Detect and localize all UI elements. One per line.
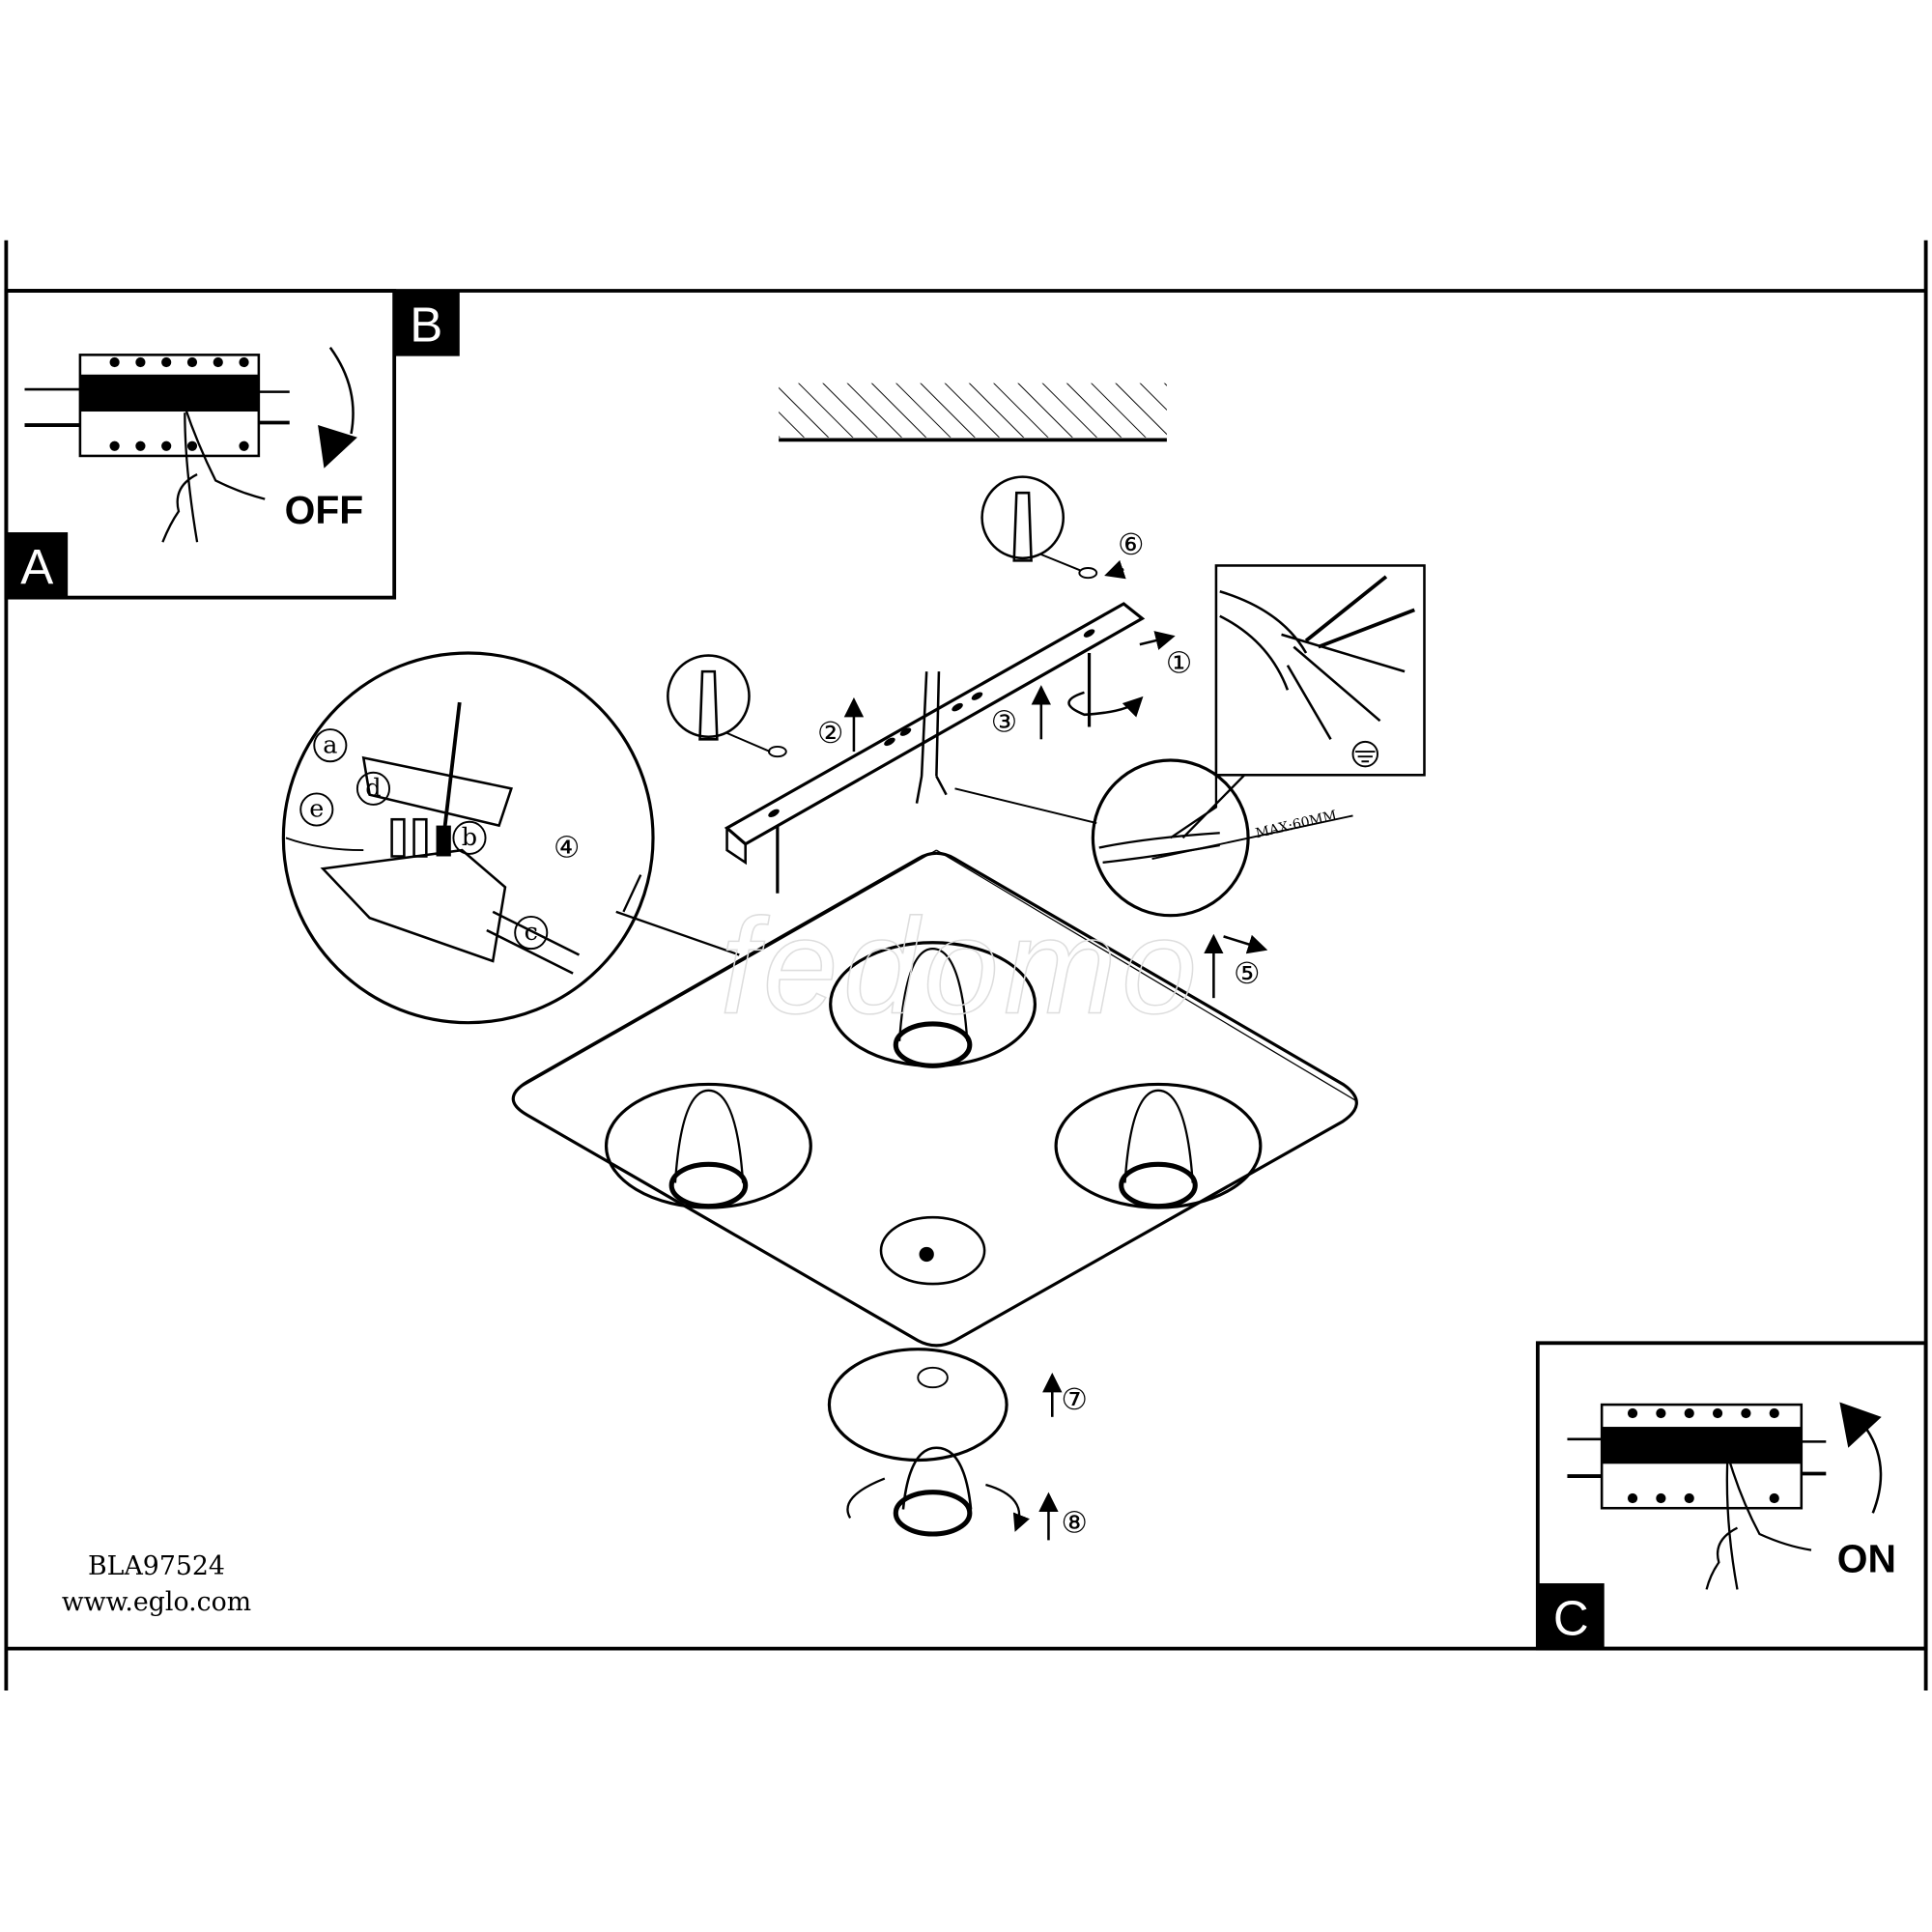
wire-stripping-detail <box>1214 564 1426 777</box>
step-a-badge <box>6 532 69 598</box>
spotlight-shade <box>846 1446 1019 1534</box>
hand-icon <box>161 406 266 543</box>
pliers-icon <box>1304 575 1415 649</box>
step-c-label: C <box>1553 1591 1589 1646</box>
step-7-label: ⑦ <box>1062 1383 1088 1417</box>
detail-c-label: c <box>525 918 538 947</box>
step-b-label: B <box>410 297 442 352</box>
step-8-label: ⑧ <box>1062 1507 1088 1541</box>
step-6-label: ⑥ <box>1118 528 1144 562</box>
circuit-breaker-icon <box>1567 1403 1827 1510</box>
mounting-bracket <box>724 567 1146 894</box>
max-strip-length-label: MAX:60MM <box>1254 808 1338 841</box>
terminal-block-detail <box>281 651 740 1025</box>
switch-down-arrow-icon <box>328 346 355 435</box>
detail-e-label: e <box>309 795 324 824</box>
detail-a-label: a <box>323 730 337 759</box>
spotlight-canopy <box>827 1348 1009 1463</box>
spotlight-right <box>1054 1082 1263 1209</box>
ceiling-lamp-plate <box>511 849 1358 1348</box>
spotlight-top <box>829 941 1037 1068</box>
step-c-badge <box>1537 1583 1605 1649</box>
ceiling-hatch <box>779 383 1167 442</box>
step-1-label: ① <box>1166 646 1192 680</box>
website-link[interactable]: www.eglo.com <box>62 1587 251 1617</box>
ground-icon <box>1351 740 1378 768</box>
wall-plug-callout-right <box>980 475 1081 572</box>
step-2-label: ② <box>817 717 843 751</box>
power-cable-icon <box>915 671 948 804</box>
step-3-label: ③ <box>991 706 1017 740</box>
watermark: fedomo <box>721 890 1203 1041</box>
spotlight-left <box>604 1082 812 1209</box>
model-number: BLA97524 <box>88 1551 225 1581</box>
direction-arrows <box>843 559 1268 1541</box>
wall-plug-callout-left <box>667 654 771 753</box>
step-5-label: ⑤ <box>1234 957 1260 991</box>
off-label: OFF <box>285 488 364 532</box>
circuit-breaker-icon <box>24 354 290 458</box>
center-mount-disc <box>879 1215 986 1286</box>
step-4-label: ④ <box>554 832 580 866</box>
switch-up-arrow-icon <box>1865 1428 1883 1514</box>
on-label: ON <box>1837 1537 1896 1581</box>
panel-power-off: OFF B A <box>4 289 460 600</box>
step-a-label: A <box>20 540 53 595</box>
panel-power-on: ON C <box>1535 1341 1928 1651</box>
hand-icon <box>1705 1453 1812 1590</box>
detail-b-label: b <box>462 823 477 852</box>
detail-d-label: d <box>365 774 381 803</box>
step-b-badge <box>394 291 460 356</box>
screwdriver-icon <box>441 701 462 838</box>
